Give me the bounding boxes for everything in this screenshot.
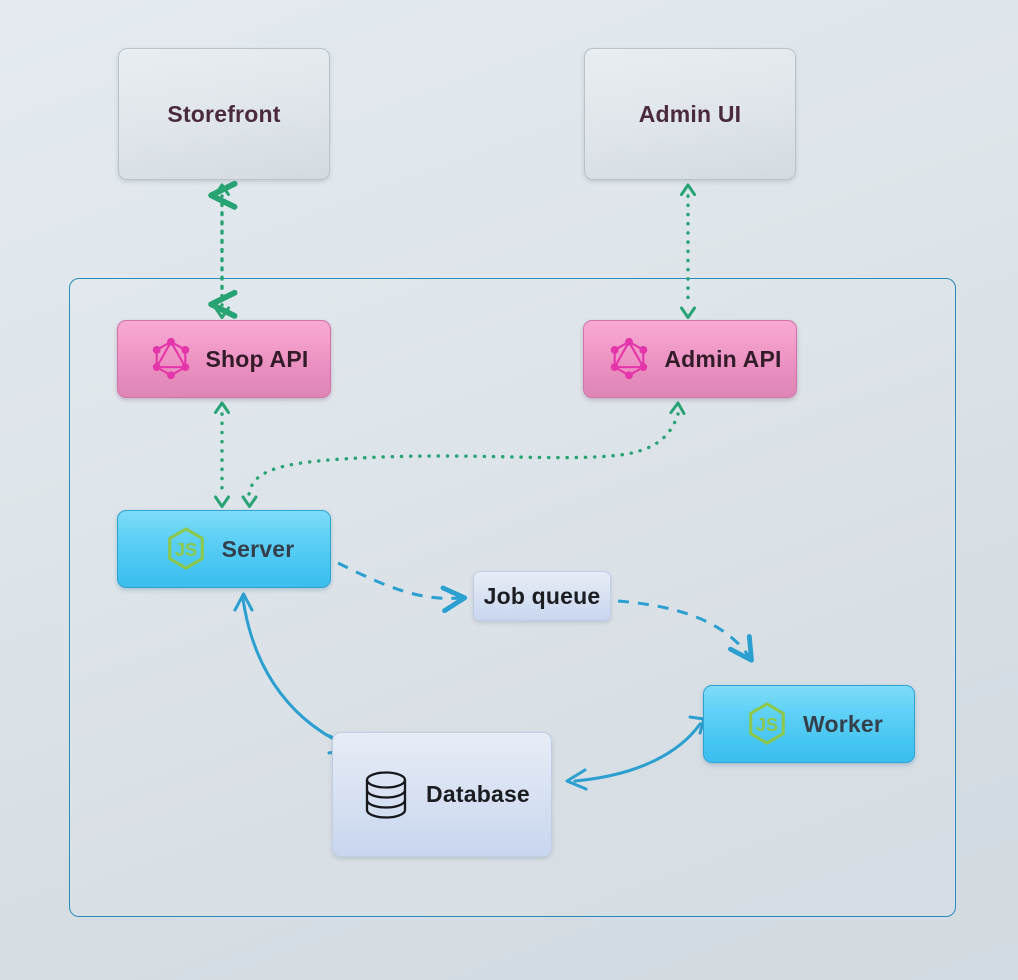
node-admin-ui[interactable]: Admin UI — [584, 48, 796, 180]
node-worker-label: Worker — [802, 710, 884, 737]
database-icon — [365, 770, 407, 819]
graphql-icon — [152, 337, 189, 380]
nodejs-icon: JS — [749, 702, 785, 745]
nodejs-icon: JS — [167, 527, 204, 570]
node-database[interactable]: Database — [332, 732, 552, 857]
svg-text:JS: JS — [756, 715, 778, 735]
node-admin-api-label: Admin API — [664, 345, 782, 372]
node-server-label: Server — [221, 535, 295, 562]
node-admin-api[interactable]: Admin API — [583, 320, 797, 398]
node-job-queue-label: Job queue — [483, 582, 601, 609]
node-storefront[interactable]: Storefront — [118, 48, 330, 180]
node-storefront-label: Storefront — [167, 100, 281, 127]
node-database-label: Database — [426, 781, 530, 807]
svg-text:JS: JS — [174, 540, 196, 560]
node-admin-ui-label: Admin UI — [638, 100, 742, 127]
node-server[interactable]: JS Server — [117, 510, 331, 588]
node-worker[interactable]: JS Worker — [703, 685, 915, 763]
node-shop-api[interactable]: Shop API — [117, 320, 331, 398]
graphql-icon — [611, 337, 648, 380]
node-shop-api-label: Shop API — [205, 345, 309, 372]
node-job-queue[interactable]: Job queue — [473, 571, 611, 621]
